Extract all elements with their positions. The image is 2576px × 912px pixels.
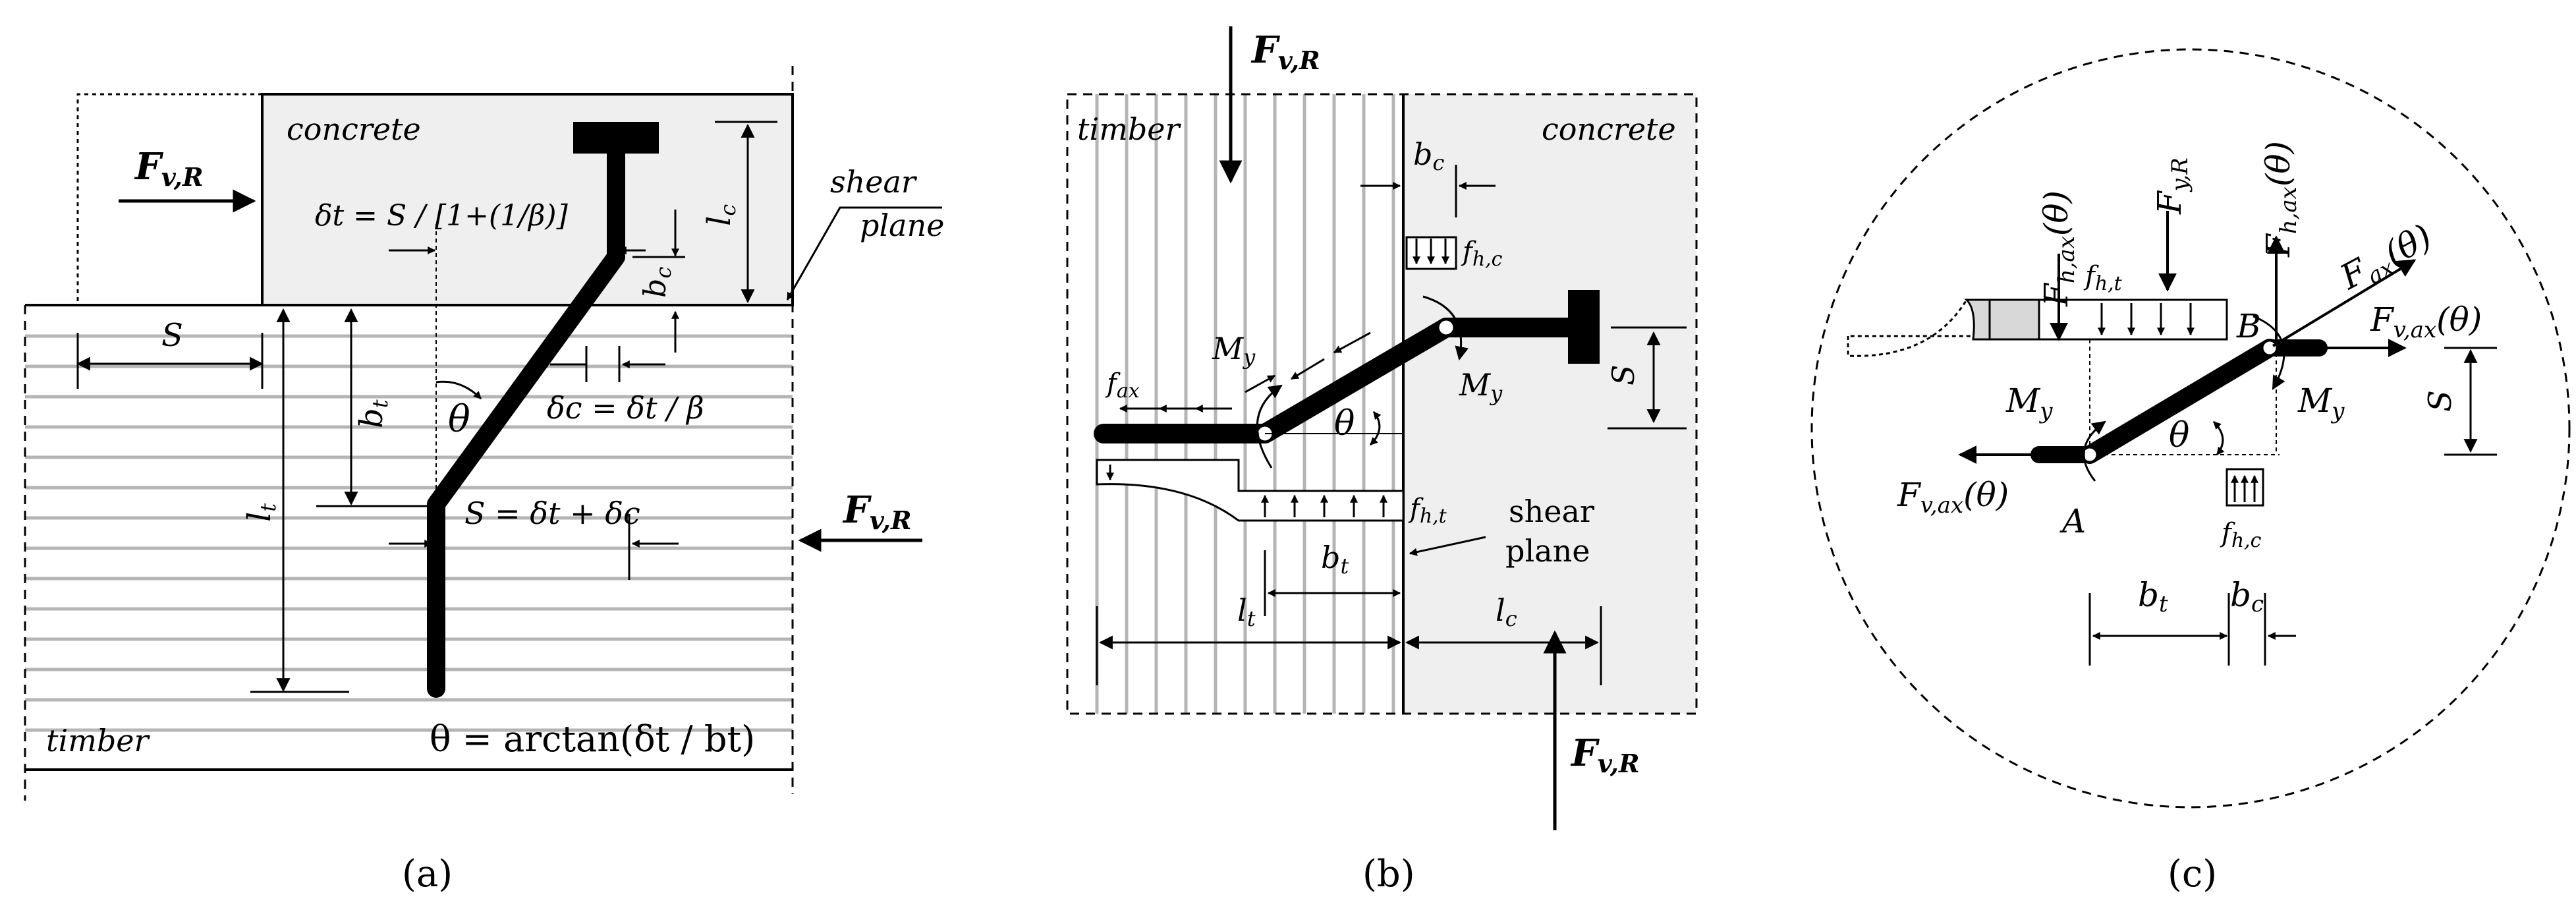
panel-b-outline (1066, 93, 1698, 715)
label-force-left: Fv,R (134, 145, 204, 192)
label-bc-b: bc (1413, 136, 1444, 175)
panel-c: Fh,ax(θ) Fy,R fh,t Fh,ax(θ) Fax(θ) Fv,ax… (1810, 48, 2571, 896)
label-My-left: My (1212, 331, 1256, 370)
stress-block-fht (1096, 459, 1405, 522)
eq-S: S = δt + δc (464, 496, 640, 531)
label-force-bottom: Fv,R (1570, 731, 1640, 778)
hinge-right (1437, 318, 1455, 337)
label-bt-b: bt (1321, 540, 1349, 579)
label-theta-c: θ (2169, 416, 2189, 455)
label-My-A: My (2005, 382, 2053, 424)
eq-theta: θ = arctan(δt / bt) (430, 718, 755, 760)
label-Fhax-left: Fh,ax(θ) (2037, 190, 2080, 307)
label-Fvax-right: Fv,ax(θ) (2370, 300, 2482, 343)
label-A: A (2059, 502, 2086, 540)
concrete-block (261, 93, 794, 306)
shear-plane-leader-b (1409, 536, 1486, 556)
label-shear-b: shear (1509, 494, 1594, 529)
point-B (2261, 339, 2278, 356)
label-fht-c: fh,t (2083, 261, 2123, 295)
label-My-right: My (1459, 367, 1503, 406)
detail-circle (1810, 48, 2571, 809)
label-Fax: Fax(θ) (2334, 217, 2440, 301)
concrete-region (1403, 94, 1696, 714)
moment-arc-B (2253, 315, 2285, 390)
timber-region (1067, 94, 1403, 714)
label-timber: timber (46, 723, 150, 758)
caption-a: (a) (402, 853, 453, 896)
moment-arc-A (2083, 420, 2106, 482)
original-position-outline (76, 93, 262, 305)
label-timber-b: timber (1077, 111, 1181, 147)
connector-b (1094, 318, 1584, 443)
panel-a: concrete timber shear plane Fv,R Fv,R S … (24, 66, 944, 896)
connector-c (2081, 339, 2279, 464)
theta-arc (435, 380, 482, 400)
label-theta: θ (448, 398, 470, 441)
timber-block (25, 305, 793, 770)
label-S: S (161, 317, 183, 354)
caption-b: (b) (1362, 853, 1415, 896)
label-fht-b: fh,t (1408, 494, 1447, 528)
label-bt: bt (353, 399, 393, 428)
point-A (2081, 446, 2098, 463)
label-plane-b: plane (1505, 533, 1590, 569)
panel-b: timber concrete Fv,R Fv,R bc fh,c fax My… (1066, 26, 1698, 896)
label-force-top: Fv,R (1250, 28, 1320, 75)
force-Fax (2272, 259, 2417, 347)
label-Fvax-left: Fv,ax(θ) (1897, 476, 2009, 519)
label-My-B: My (2297, 382, 2345, 424)
connector-head-b (1568, 290, 1600, 364)
stress-block-fht-c (1847, 299, 2228, 357)
label-S-b: S (1606, 364, 1641, 385)
shear-plane-leader (786, 206, 942, 301)
eq-delta-c: δc = δt / β (547, 390, 704, 426)
label-concrete-b: concrete (1542, 111, 1676, 147)
label-plane: plane (860, 208, 944, 243)
caption-c: (c) (2168, 853, 2217, 896)
label-B: B (2236, 307, 2261, 345)
label-lc-b: lc (1496, 592, 1517, 631)
label-lt: lt (241, 503, 281, 522)
label-Fhax-right: Fh,ax(θ) (2259, 141, 2302, 258)
label-FyR: Fy,R (2150, 157, 2193, 215)
label-bt-c: bt (2138, 576, 2168, 617)
label-force-right: Fv,R (842, 488, 912, 535)
label-bc: bc (637, 267, 676, 298)
moment-arc-right (1422, 295, 1469, 361)
connector-shank (427, 129, 625, 698)
label-bc-c: bc (2230, 576, 2264, 617)
eq-delta-t: δt = S / [1+(1/β)] (315, 199, 569, 233)
label-fhc-c: fh,c (2220, 518, 2262, 552)
label-lc: lc (701, 204, 741, 226)
moment-arc-left (1256, 384, 1283, 469)
label-lt-b: lt (1237, 592, 1256, 631)
label-concrete: concrete (287, 111, 421, 147)
label-S-c: S (2422, 390, 2459, 412)
label-theta-b: θ (1334, 404, 1355, 443)
label-shear: shear (830, 164, 918, 200)
